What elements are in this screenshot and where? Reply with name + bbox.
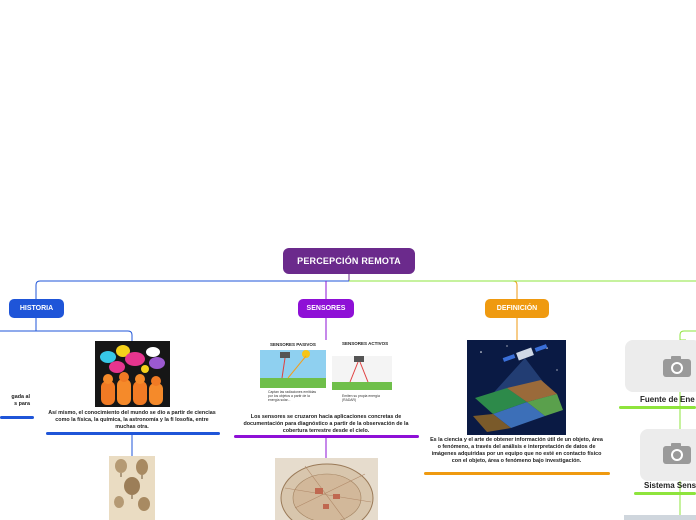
camera-icon: [663, 356, 691, 377]
historia-left-line1: gada al: [11, 394, 30, 400]
satellite-illustration: [467, 340, 566, 435]
label-active-sensors: SENSORES ACTIVOS: [342, 341, 389, 346]
historia-balloons-image[interactable]: [109, 456, 155, 520]
old-map-illustration: [275, 458, 378, 520]
sensores-diagram-image[interactable]: SENSORES PASIVOS SENSORES ACTIVOS Captan…: [258, 340, 394, 408]
historia-left-node[interactable]: gada al s para: [0, 394, 30, 408]
camera-icon: [663, 443, 691, 464]
historia-cartoon-image[interactable]: [95, 341, 170, 407]
caption-active-sensors: Emiten su propia energía (RADAR): [342, 394, 380, 403]
historia-note[interactable]: Así mismo, el conocimiento del mundo se …: [48, 410, 216, 430]
definicion-satellite-image[interactable]: [467, 340, 566, 435]
right-node-3-image[interactable]: [624, 515, 696, 520]
caption-passive-sensors: Captan las radiaciones emitidas por los …: [268, 390, 317, 403]
sensores-map-image[interactable]: [275, 458, 378, 520]
historia-note-underline: [46, 432, 220, 435]
sensores-note-underline: [234, 435, 419, 438]
right-node-2-underline: [634, 492, 696, 495]
definicion-note-underline: [424, 472, 610, 475]
right-node-2-label[interactable]: Sistema Sens: [644, 481, 696, 490]
historia-left-line2: s para: [14, 401, 30, 408]
right-node-1-label[interactable]: Fuente de Ene: [640, 395, 695, 404]
sensores-note[interactable]: Los sensores se cruzaron hacia aplicacio…: [243, 414, 409, 434]
branch-historia[interactable]: HISTORIA: [9, 299, 64, 318]
label-passive-sensors: SENSORES PASIVOS: [270, 342, 316, 347]
branch-sensores[interactable]: SENSORES: [298, 299, 354, 318]
sensors-illustration: [258, 340, 394, 408]
balloons-illustration: [109, 456, 155, 520]
right-node-1-underline: [619, 406, 696, 409]
historia-left-underline: [0, 416, 34, 419]
cartoon-illustration: [95, 341, 170, 407]
branch-definicion[interactable]: DEFINICIÓN: [485, 299, 549, 318]
root-topic[interactable]: PERCEPCIÓN REMOTA: [283, 248, 415, 274]
definicion-note[interactable]: Es la ciencia y el arte de obtener infor…: [430, 437, 603, 464]
